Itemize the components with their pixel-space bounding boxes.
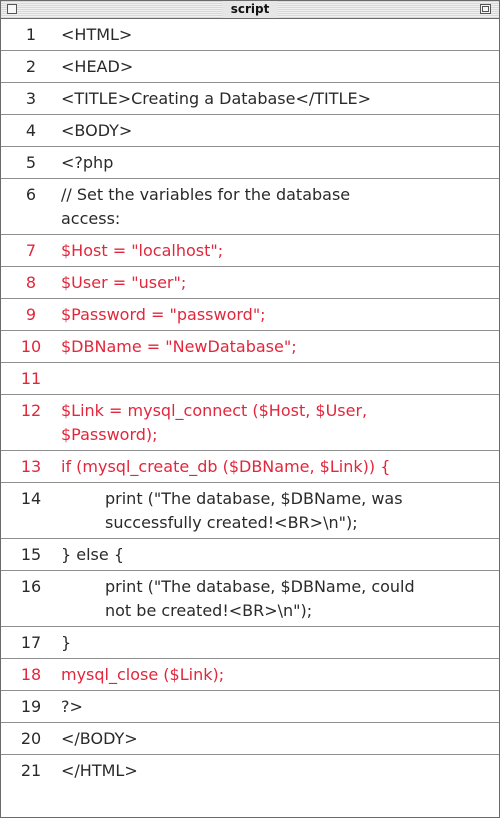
row-divider (1, 298, 499, 299)
code-line-text: $Password = "password"; (61, 305, 266, 324)
code-line-text: } else { (61, 545, 124, 564)
code-line-text: </HTML> (61, 761, 138, 780)
line-number: 7 (25, 241, 37, 260)
code-line-text: <BODY> (61, 121, 133, 140)
code-line-text: not be created!<BR>\n"); (105, 601, 313, 620)
row-divider (1, 266, 499, 267)
line-number: 12 (20, 401, 42, 420)
line-number: 15 (20, 545, 42, 564)
code-line-text: successfully created!<BR>\n"); (105, 513, 358, 532)
code-line-text: </BODY> (61, 729, 138, 748)
code-line-text: <?php (61, 153, 114, 172)
row-divider (1, 114, 499, 115)
code-line-text: $Host = "localhost"; (61, 241, 224, 260)
line-number: 10 (20, 337, 42, 356)
code-line-text: print ("The database, $DBName, was (105, 489, 403, 508)
line-number: 5 (25, 153, 37, 172)
window-titlebar[interactable]: script (1, 1, 499, 19)
close-box-icon[interactable] (7, 4, 17, 14)
line-number: 9 (25, 305, 37, 324)
line-number: 18 (20, 665, 42, 684)
code-line-text: mysql_close ($Link); (61, 665, 225, 684)
row-divider (1, 722, 499, 723)
row-divider (1, 330, 499, 331)
line-number: 17 (20, 633, 42, 652)
row-divider (1, 146, 499, 147)
row-divider (1, 626, 499, 627)
window-title: script (222, 1, 278, 18)
code-listing: 1 <HTML> 2 <HEAD> 3 <TITLE>Creating a Databas… (1, 19, 499, 817)
row-divider (1, 450, 499, 451)
row-divider (1, 178, 499, 179)
row-divider (1, 362, 499, 363)
row-divider (1, 690, 499, 691)
row-divider (1, 570, 499, 571)
line-number: 19 (20, 697, 42, 716)
line-number: 16 (20, 577, 42, 596)
code-line-text: // Set the variables for the database (61, 185, 351, 204)
row-divider (1, 82, 499, 83)
line-number: 6 (25, 185, 37, 204)
row-divider (1, 658, 499, 659)
code-line-text: $User = "user"; (61, 273, 187, 292)
line-number: 8 (25, 273, 37, 292)
line-number: 21 (20, 761, 42, 780)
line-number: 14 (20, 489, 42, 508)
line-number: 2 (25, 57, 37, 76)
code-line-text: $Password); (61, 425, 158, 444)
code-line-text: <TITLE>Creating a Database</TITLE> (61, 89, 371, 108)
line-number: 4 (25, 121, 37, 140)
code-line-text: <HTML> (61, 25, 133, 44)
code-line-text: if (mysql_create_db ($DBName, $Link)) { (61, 457, 391, 476)
code-line-text: $DBName = "NewDatabase"; (61, 337, 297, 356)
row-divider (1, 50, 499, 51)
code-line-text: <HEAD> (61, 57, 134, 76)
row-divider (1, 482, 499, 483)
line-number: 11 (20, 369, 42, 388)
line-number: 3 (25, 89, 37, 108)
code-line-text: print ("The database, $DBName, could (105, 577, 415, 596)
code-line-text: access: (61, 209, 121, 228)
row-divider (1, 754, 499, 755)
code-line-text: ?> (61, 697, 83, 716)
code-line-text: } (61, 633, 72, 652)
line-number: 13 (20, 457, 42, 476)
row-divider (1, 394, 499, 395)
row-divider (1, 538, 499, 539)
line-number: 1 (25, 25, 37, 44)
line-number: 20 (20, 729, 42, 748)
row-divider (1, 234, 499, 235)
code-line-text: $Link = mysql_connect ($Host, $User, (61, 401, 368, 420)
zoom-box-icon[interactable] (480, 4, 491, 14)
